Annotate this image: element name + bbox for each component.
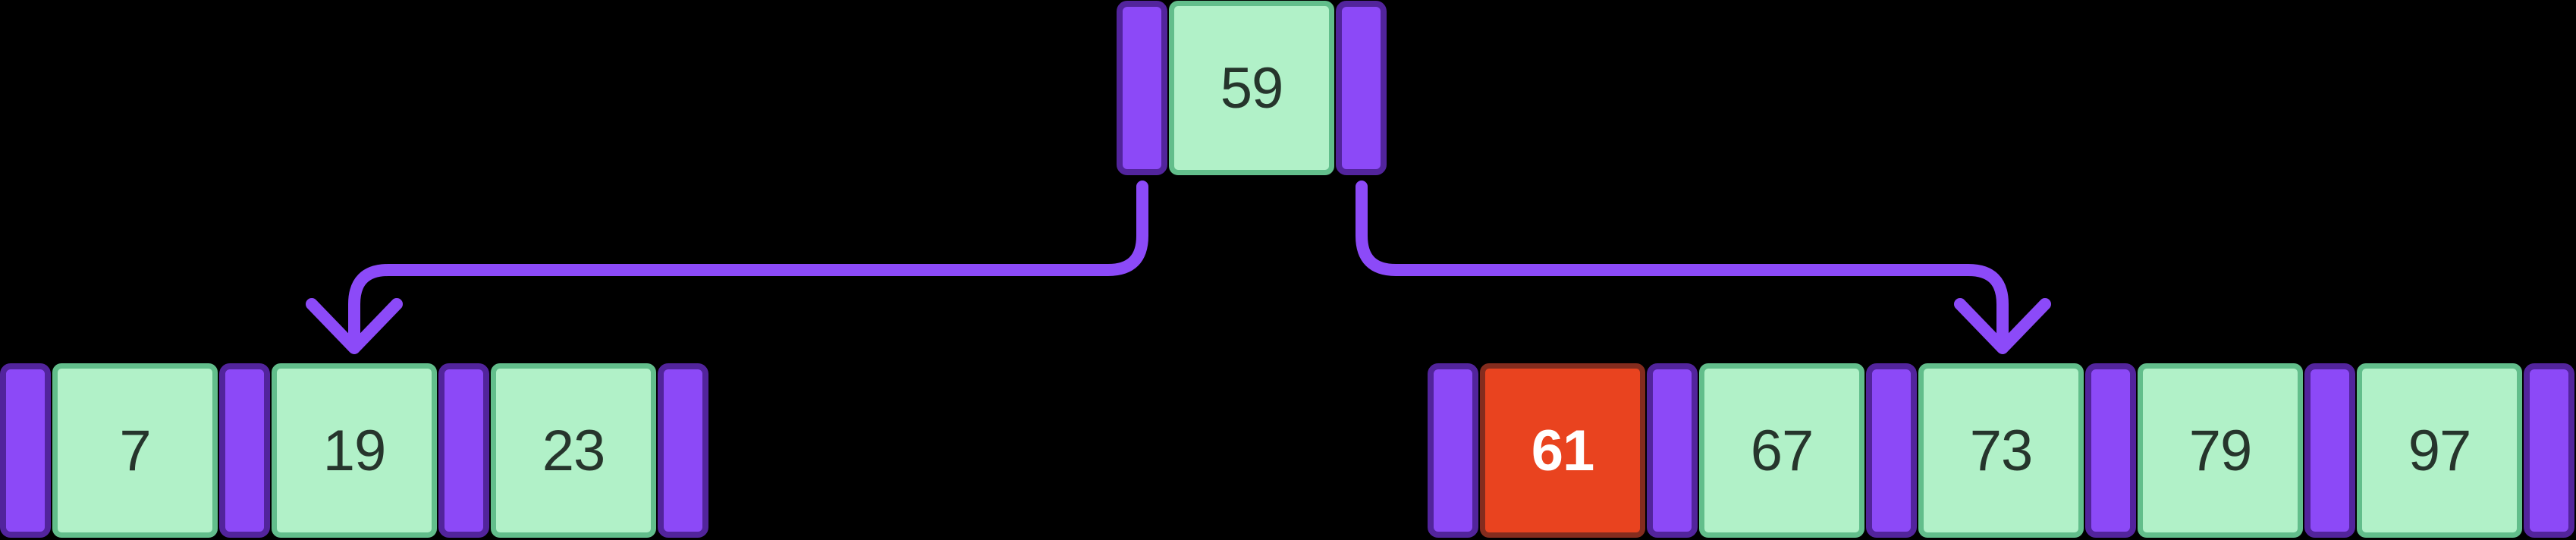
key-cell: 19 [272,363,437,538]
child-pointer-bar [2304,363,2355,538]
key-cell: 23 [491,363,656,538]
left-child-node: 7 19 23 [0,363,708,538]
right-child-node: 61 67 73 79 97 [1428,363,2574,538]
key-cell: 67 [1699,363,1864,538]
right-child-edge-arrow [1356,181,2051,354]
key-cell-highlighted: 61 [1480,363,1645,538]
child-pointer-bar [0,363,51,538]
child-pointer-bar [438,363,489,538]
key-cell: 7 [52,363,218,538]
child-pointer-bar [1117,1,1167,175]
child-pointer-bar [658,363,708,538]
child-pointer-bar [2524,363,2574,538]
child-pointer-bar [2085,363,2136,538]
key-cell: 73 [1918,363,2084,538]
key-cell: 59 [1169,1,1334,175]
key-cell: 97 [2357,363,2522,538]
child-pointer-bar [1428,363,1478,538]
root-node: 59 [1117,1,1387,175]
child-pointer-bar [1866,363,1917,538]
child-pointer-bar [219,363,270,538]
left-child-edge-arrow [306,181,1148,354]
key-cell: 79 [2138,363,2303,538]
child-pointer-bar [1336,1,1387,175]
child-pointer-bar [1647,363,1698,538]
